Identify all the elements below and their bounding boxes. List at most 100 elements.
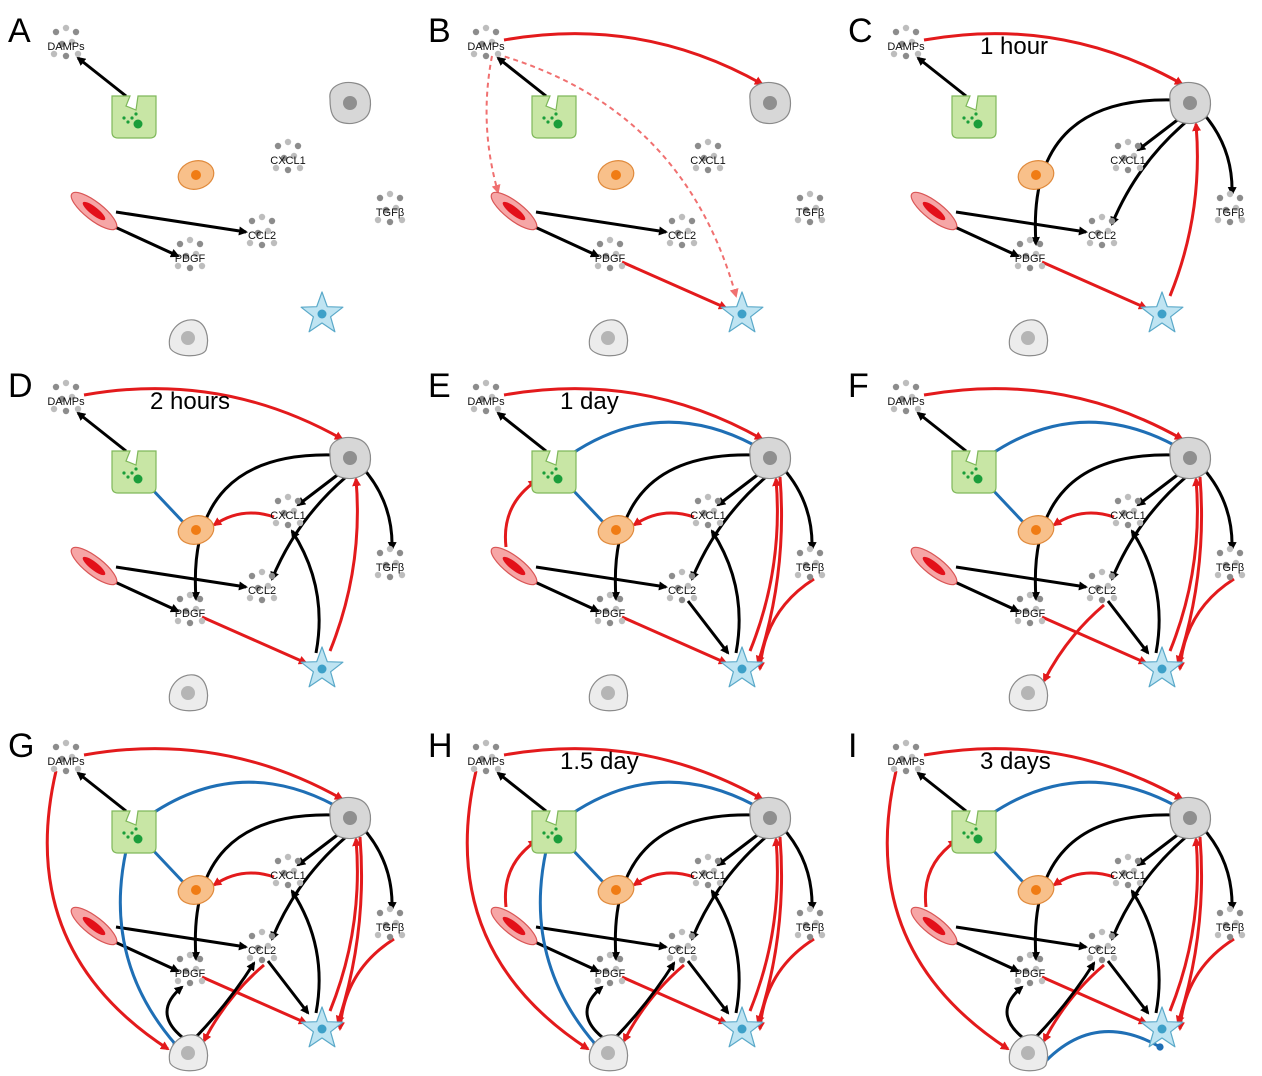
dcMac-edge xyxy=(1168,837,1202,1012)
tgfb-label: TGFβ xyxy=(1216,562,1244,574)
cxcl1-molecule-icon xyxy=(692,138,724,174)
cxcl1Neu-edge xyxy=(632,871,695,887)
macEpi-edge xyxy=(566,420,755,459)
ccl2Dc-edge xyxy=(266,960,310,1015)
damps-molecule-icon xyxy=(470,739,502,775)
fibEpi-edge xyxy=(503,479,538,548)
dcMac-edge xyxy=(328,477,362,652)
tgfb-molecule-icon xyxy=(374,190,406,226)
pdgf-label: PDGF xyxy=(1015,608,1046,620)
pdgf-molecule-icon xyxy=(1014,951,1046,987)
dampsEpi-edge xyxy=(496,56,547,98)
pdgf-molecule-icon xyxy=(1014,236,1046,272)
dampsEpi-edge xyxy=(496,411,547,453)
panel-letter: B xyxy=(428,12,451,50)
pdgf-label: PDGF xyxy=(1015,253,1046,265)
pdgf-label: PDGF xyxy=(1015,968,1046,980)
dampsEpi-edge xyxy=(916,411,967,453)
tgfb-label: TGFβ xyxy=(796,922,824,934)
ccl2Dc-edge xyxy=(686,960,730,1015)
damps-label: DAMPs xyxy=(47,41,85,53)
dampsEpi-edge xyxy=(76,771,127,813)
macTgfb-edge xyxy=(360,825,397,911)
tgfbDc-edge xyxy=(336,937,395,1031)
macPdgf-edge xyxy=(1031,98,1175,246)
damps-molecule-icon xyxy=(50,739,82,775)
ccl2-label: CCL2 xyxy=(668,945,696,957)
damps-molecule-icon xyxy=(470,24,502,60)
ccl2-label: CCL2 xyxy=(668,230,696,242)
damaged-epithelial-cell-icon xyxy=(531,95,577,139)
pdgf-label: PDGF xyxy=(175,968,206,980)
damps-label: DAMPs xyxy=(47,756,85,768)
cxcl1-label: CXCL1 xyxy=(1110,510,1145,522)
dampsMac-edge xyxy=(83,387,344,441)
damps-molecule-icon xyxy=(50,24,82,60)
fibCcl2-edge xyxy=(115,925,248,951)
cxcl1-label: CXCL1 xyxy=(270,510,305,522)
cxcl1Neu-edge xyxy=(1052,511,1115,527)
tgfb-label: TGFβ xyxy=(1216,207,1244,219)
ccl2-molecule-icon xyxy=(246,568,278,604)
tgfb-molecule-icon xyxy=(794,905,826,941)
cxcl1-molecule-icon xyxy=(272,853,304,889)
ccl2Mono-edge xyxy=(1042,603,1105,683)
damps-label: DAMPs xyxy=(887,756,925,768)
ccl2-molecule-icon xyxy=(666,568,698,604)
pdgf-molecule-icon xyxy=(594,951,626,987)
macEpi-edge xyxy=(566,780,755,819)
dampsEpi-edge xyxy=(76,56,127,98)
pdgfDc-edge xyxy=(1041,615,1148,665)
macPdgf-edge xyxy=(1031,813,1175,961)
panel-letter: H xyxy=(428,727,453,765)
monoCcl2-edge xyxy=(614,961,676,1039)
dampsMac-edge xyxy=(503,387,764,441)
panel-letter: E xyxy=(428,367,451,405)
time-label: 2 hours xyxy=(150,388,230,415)
panel-letter: A xyxy=(8,12,31,50)
pdgf-label: PDGF xyxy=(175,608,206,620)
monoPdgf-edge xyxy=(585,985,604,1039)
dampsMac-edge xyxy=(923,32,1184,86)
cxcl1Neu-edge xyxy=(212,511,275,527)
panel-letter: D xyxy=(8,367,33,405)
dcMac-edge xyxy=(1168,477,1202,652)
dampsEpi-edge xyxy=(916,771,967,813)
damps-molecule-icon xyxy=(890,739,922,775)
tgfb-molecule-icon xyxy=(1214,905,1246,941)
macEpi-edge xyxy=(986,420,1175,459)
ccl2-label: CCL2 xyxy=(248,585,276,597)
damps-label: DAMPs xyxy=(467,756,505,768)
fibCcl2-edge xyxy=(535,565,668,591)
ccl2Mono-edge xyxy=(1042,963,1105,1043)
damps-label: DAMPs xyxy=(887,41,925,53)
macEpi-edge xyxy=(146,780,335,819)
pdgf-label: PDGF xyxy=(175,253,206,265)
damaged-epithelial-cell-icon xyxy=(111,95,157,139)
ccl2Dc-edge xyxy=(1106,960,1150,1015)
ccl2-label: CCL2 xyxy=(248,230,276,242)
macTgfb-edge xyxy=(780,465,817,551)
neuEpi-edge xyxy=(986,483,1026,525)
panel-letter: G xyxy=(8,727,34,765)
epiMono-edge xyxy=(118,850,180,1049)
fibEpi-edge xyxy=(923,839,958,908)
tgfbDc-edge xyxy=(756,577,815,671)
dampsMono-edge xyxy=(465,770,590,1051)
cxcl1-label: CXCL1 xyxy=(690,510,725,522)
pdgf-molecule-icon xyxy=(174,236,206,272)
dampsMac-edge xyxy=(503,747,764,801)
tgfbDc-edge xyxy=(1176,937,1235,1031)
macPdgf-edge xyxy=(1031,453,1175,601)
fibCcl2-edge xyxy=(115,565,248,591)
fibCcl2-edge xyxy=(955,565,1088,591)
macCxcl1-edge xyxy=(1136,831,1181,867)
pdgfDc-edge xyxy=(621,260,728,310)
damaged-epithelial-cell-icon xyxy=(531,450,577,494)
damps-molecule-icon xyxy=(470,379,502,415)
